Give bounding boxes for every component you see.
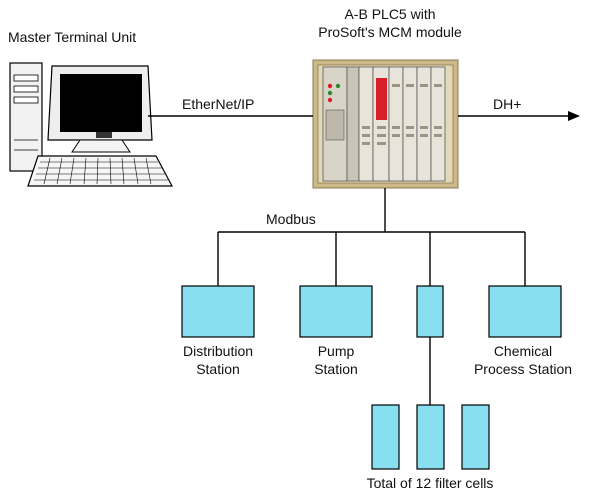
distribution-label-line2: Station bbox=[196, 361, 240, 377]
filter-cell-box bbox=[371, 404, 400, 470]
drive-bay bbox=[13, 96, 39, 104]
connections bbox=[148, 115, 568, 405]
keyboard bbox=[27, 155, 173, 187]
drive-bay bbox=[13, 85, 39, 93]
dh-arrowhead bbox=[568, 111, 580, 121]
dh-label: DH+ bbox=[493, 96, 522, 112]
pump-label-line2: Station bbox=[314, 361, 358, 377]
mtu-label: Master Terminal Unit bbox=[8, 29, 137, 45]
filter-cell-box bbox=[416, 404, 445, 470]
plc-rack-icon bbox=[312, 59, 459, 189]
chemical-label-line2: Process Station bbox=[473, 361, 573, 377]
desktop-computer-icon bbox=[9, 62, 173, 187]
filter-cell-box bbox=[461, 404, 490, 470]
pump-station-box bbox=[299, 285, 373, 338]
io-module bbox=[430, 66, 446, 182]
distribution-station-box bbox=[181, 285, 255, 338]
chemical-process-station-box bbox=[488, 285, 562, 338]
chemical-label-line1: Chemical bbox=[493, 343, 553, 359]
io-module bbox=[358, 66, 374, 182]
plc-label-line1: A-B PLC5 with bbox=[344, 6, 436, 22]
ethernet-label: EtherNet/IP bbox=[182, 96, 255, 112]
modbus-label: Modbus bbox=[266, 211, 316, 227]
monitor-screen bbox=[60, 74, 142, 132]
filter-cells-label: Total of 12 filter cells bbox=[366, 475, 494, 491]
pump-label-line1: Pump bbox=[317, 343, 355, 359]
plc-label-line2: ProSoft's MCM module bbox=[318, 24, 462, 40]
distribution-label-line1: Distribution bbox=[182, 343, 254, 359]
mcm-module-front bbox=[376, 78, 387, 120]
filter-station-box bbox=[416, 285, 444, 338]
drive-bay bbox=[13, 74, 39, 82]
